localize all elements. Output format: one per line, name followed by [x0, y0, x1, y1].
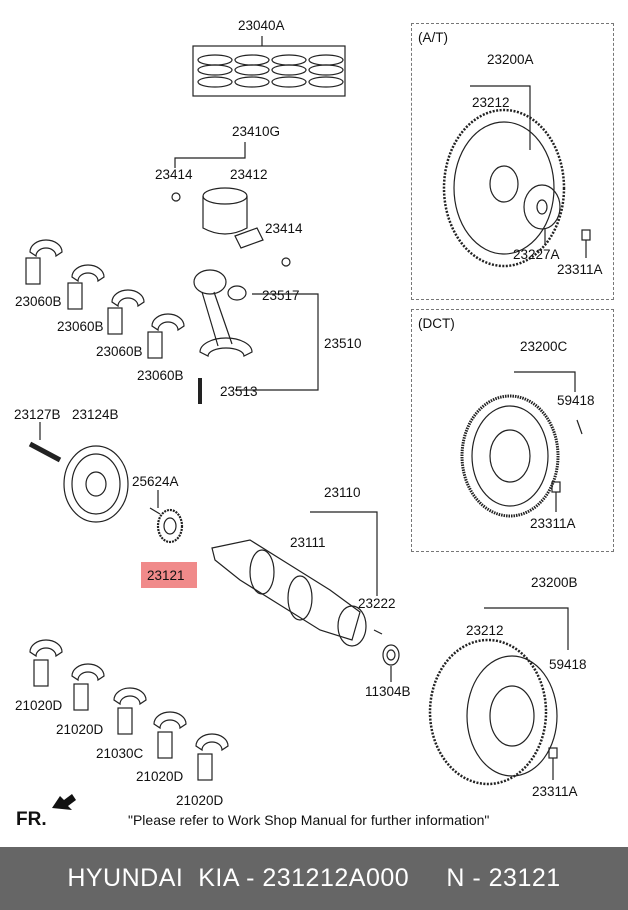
label-23127B[interactable]: 23127B	[14, 407, 61, 422]
piston	[171, 142, 291, 267]
at-flexplate	[442, 85, 591, 268]
label-21030C[interactable]: 21030C	[96, 746, 144, 761]
label-23060B[interactable]: 23060B	[57, 319, 104, 334]
label-21020D[interactable]: 21020D	[56, 722, 104, 737]
label-23222[interactable]: 23222	[358, 596, 396, 611]
manual-flywheel	[428, 607, 569, 786]
label-23414[interactable]: 23414	[265, 221, 303, 236]
front-arrow-icon	[52, 794, 76, 810]
label-59418[interactable]: 59418	[557, 393, 595, 408]
label-23414[interactable]: 23414	[155, 167, 193, 182]
label-23110[interactable]: 23110	[324, 485, 361, 500]
dct-group-box	[411, 309, 614, 552]
label-23200B[interactable]: 23200B	[531, 575, 578, 590]
label-59418[interactable]: 59418	[549, 657, 587, 672]
label-23060B[interactable]: 23060B	[15, 294, 62, 309]
label-23412[interactable]: 23412	[230, 167, 268, 182]
at-group-title: (A/T)	[418, 30, 448, 45]
label-23040A[interactable]: 23040A	[238, 18, 285, 33]
label-23227A[interactable]: 23227A	[513, 247, 560, 262]
crankshaft-pulley	[28, 422, 129, 523]
highlight-23121	[141, 562, 197, 588]
label-23311A[interactable]: 23311A	[532, 784, 578, 799]
at-group-box	[411, 23, 614, 300]
label-23212[interactable]: 23212	[472, 95, 510, 110]
parts-illustration	[25, 36, 591, 810]
front-marker: FR.	[16, 809, 47, 830]
label-25624A[interactable]: 25624A	[132, 474, 179, 489]
label-23410G[interactable]: 23410G	[232, 124, 281, 139]
label-23517[interactable]: 23517	[262, 288, 300, 303]
dct-group-title: (DCT)	[418, 316, 455, 331]
crankshaft	[211, 511, 400, 682]
label-23311A[interactable]: 23311A	[557, 262, 603, 277]
label-21020D[interactable]: 21020D	[15, 698, 63, 713]
label-23510[interactable]: 23510	[324, 336, 362, 351]
bearing-shells-lower	[29, 639, 229, 781]
label-23200A[interactable]: 23200A	[487, 52, 534, 67]
label-11304B[interactable]: 11304B	[365, 684, 411, 699]
label-21020D[interactable]: 21020D	[176, 793, 224, 808]
label-23212[interactable]: 23212	[466, 623, 504, 638]
label-23111[interactable]: 23111	[290, 535, 326, 550]
manual-note: "Please refer to Work Shop Manual for fu…	[128, 812, 490, 828]
label-23121[interactable]: 23121	[147, 568, 185, 583]
label-23200C[interactable]: 23200C	[520, 339, 568, 354]
label-23311A[interactable]: 23311A	[530, 516, 576, 531]
connecting-rod	[193, 269, 319, 404]
label-23060B[interactable]: 23060B	[137, 368, 184, 383]
label-23060B[interactable]: 23060B	[96, 344, 143, 359]
label-21020D[interactable]: 21020D	[136, 769, 184, 784]
dct-flywheel	[460, 371, 583, 518]
part-number-banner: HYUNDAI KIA - 231212A000 N - 23121	[0, 847, 628, 910]
piston-ring-set	[192, 36, 346, 97]
bearing-shells-upper	[25, 239, 185, 359]
label-23513[interactable]: 23513	[220, 384, 258, 399]
banner-text: HYUNDAI KIA - 231212A000 N - 23121	[67, 864, 561, 892]
crankshaft-sprocket	[149, 490, 184, 544]
label-23124B[interactable]: 23124B	[72, 407, 119, 422]
